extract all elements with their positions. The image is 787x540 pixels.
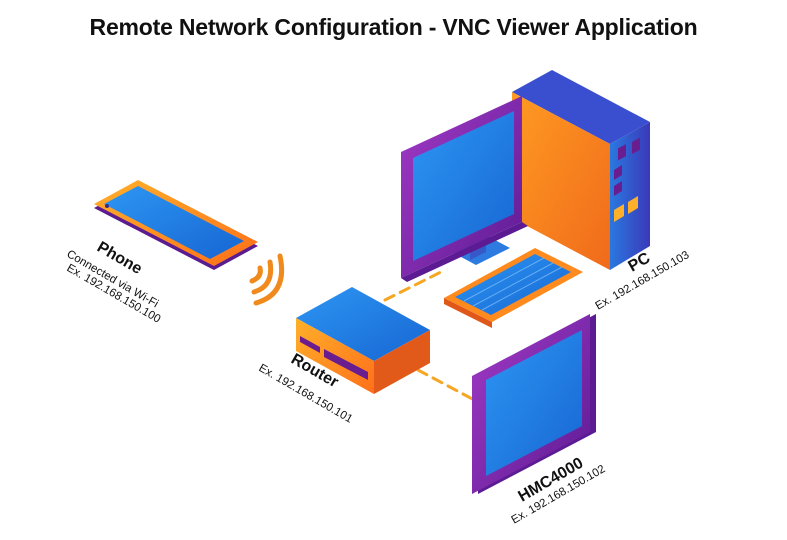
phone-icon — [94, 180, 258, 270]
wifi-icon — [249, 253, 285, 306]
hmc4000-icon — [472, 314, 596, 494]
pc-monitor-icon — [401, 96, 528, 282]
link-router-hmc — [416, 368, 480, 404]
keyboard-icon — [444, 248, 583, 328]
diagram-title: Remote Network Configuration - VNC Viewe… — [89, 14, 698, 40]
router-icon — [296, 287, 430, 394]
pc-tower-icon — [512, 70, 650, 270]
link-router-pc — [383, 268, 447, 302]
